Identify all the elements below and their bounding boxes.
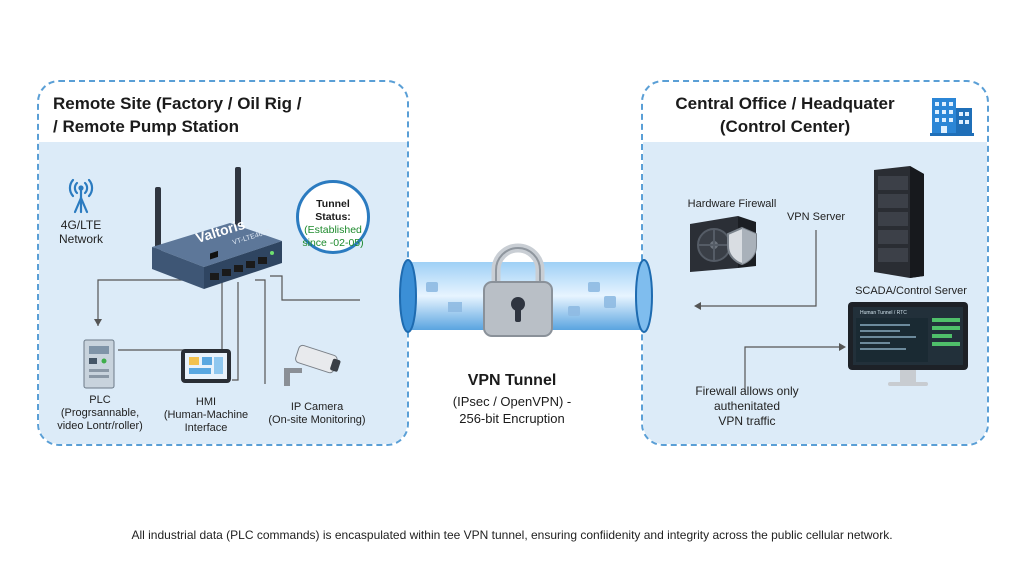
monitor-icon [848,302,968,386]
cell-antenna-icon [68,178,94,214]
hmi-tablet-icon [181,349,231,383]
central-office-title-line2: (Control Center) [719,117,851,136]
building-icon [930,98,974,136]
ip-camera-icon [284,344,341,386]
firewall-note-line3: VPN traffic [718,414,776,428]
tunnel-status-line2: since -02-05) [302,237,364,249]
camera-label-line1: IP Camera [290,401,344,413]
monitor-heading: Human Tunnel / RTC [860,310,907,316]
plc-label-line1: PLC [89,394,111,406]
firewall-note-line1: Firewall allows only [695,384,799,398]
camera-label-line2: (On-site Monitoring) [268,414,366,426]
server-rack-icon [874,166,924,278]
tunnel-status-title: Tunnel Status: [315,198,351,223]
tunnel-status-badge: Tunnel Status: (Established since -02-05… [296,180,370,254]
vpn-tunnel-sub-line1: (IPsec / OpenVPN) - [452,394,572,409]
central-office-panel-body [643,142,987,444]
scada-server-label: SCADA/Control Server [855,285,967,297]
plc-label-line2: (Progrsannable, [60,407,140,419]
vpn-tunnel-title: VPN Tunnel [467,372,557,389]
vpn-server-label: VPN Server [786,211,846,223]
firewall-note-line2: authenitated [713,399,781,413]
vpn-tunnel-sub-line2: 256-bit Encruption [459,411,565,426]
diagram-caption: All industrial data (PLC commands) is en… [131,528,893,542]
central-office-title-line1: Central Office / Headquater [675,94,895,113]
tunnel-status-line1: (Established [304,224,362,236]
padlock-icon [483,243,553,337]
plc-label-line3: video Lontr/roller) [57,420,143,432]
hmi-label-line1: HMI [195,396,217,408]
remote-site-title-line1: Remote Site (Factory / Oil Rig / [53,94,302,113]
lte-router [152,167,282,289]
shield-icon [727,226,757,266]
plc-device-icon [83,339,115,389]
remote-site-title-line2: / Remote Pump Station [53,117,240,136]
firewall-label: Hardware Firewall [687,198,777,210]
network-label-line1: 4G/LTE [60,218,102,232]
hmi-label-line3: Interface [184,422,228,434]
hmi-label-line2: (Human-Machine [163,409,249,421]
network-label-line2: Network [58,232,103,246]
